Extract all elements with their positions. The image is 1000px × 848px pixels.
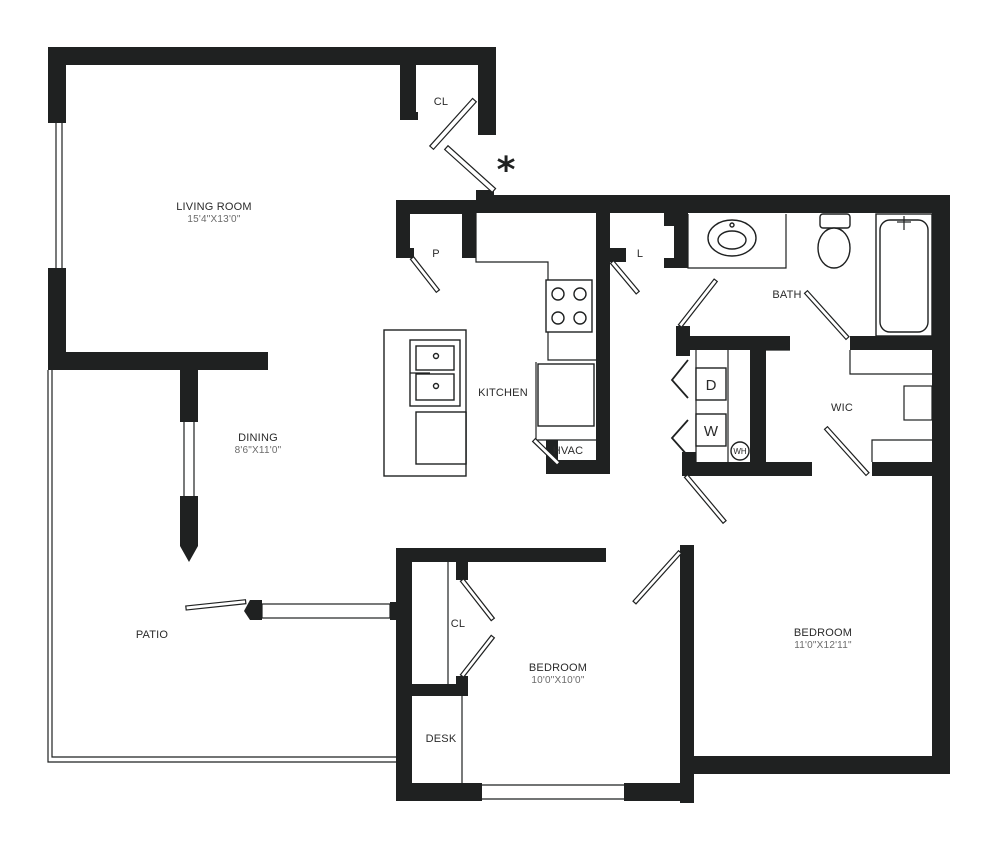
doors xyxy=(185,97,870,679)
bedroom-1-dims: 11'0"X12'11" xyxy=(794,640,852,651)
entry-marker: * xyxy=(497,150,516,191)
linen-closet-label: L xyxy=(637,248,643,260)
dryer xyxy=(695,367,727,401)
bedroom-1-label: BEDROOM xyxy=(794,627,852,639)
labels: LIVING ROOM 15'4"X13'0" DINING 8'6"X11'0… xyxy=(136,96,853,745)
washer xyxy=(695,413,727,447)
dining-label: DINING xyxy=(238,432,278,444)
desk-label: DESK xyxy=(426,733,457,745)
bedroom-2-label: BEDROOM xyxy=(529,662,587,674)
toilet xyxy=(819,213,851,229)
water-heater-label: WH xyxy=(733,447,747,456)
range-stove xyxy=(545,279,593,333)
hvac-label: HVAC xyxy=(553,445,584,457)
dishwasher xyxy=(415,411,467,465)
bedroom-closet-label: CL xyxy=(451,618,465,630)
living-room-dims: 15'4"X13'0" xyxy=(187,214,240,225)
dining-dims: 8'6"X11'0" xyxy=(235,445,282,456)
wic-label: WIC xyxy=(831,402,853,414)
dryer-label: D xyxy=(706,377,717,394)
pantry-label: P xyxy=(432,248,440,260)
bath-label: BATH xyxy=(772,289,801,301)
living-room-label: LIVING ROOM xyxy=(176,201,252,213)
windows-and-thin-lines xyxy=(47,123,933,800)
walls xyxy=(48,47,950,803)
living-closet-label: CL xyxy=(434,96,448,108)
fixtures xyxy=(383,213,933,477)
water-heater xyxy=(730,441,750,461)
kitchen-label: KITCHEN xyxy=(478,387,528,399)
bedroom-2-dims: 10'0"X10'0" xyxy=(531,675,584,686)
patio-label: PATIO xyxy=(136,629,169,641)
refrigerator xyxy=(537,363,595,427)
washer-label: W xyxy=(704,423,719,440)
